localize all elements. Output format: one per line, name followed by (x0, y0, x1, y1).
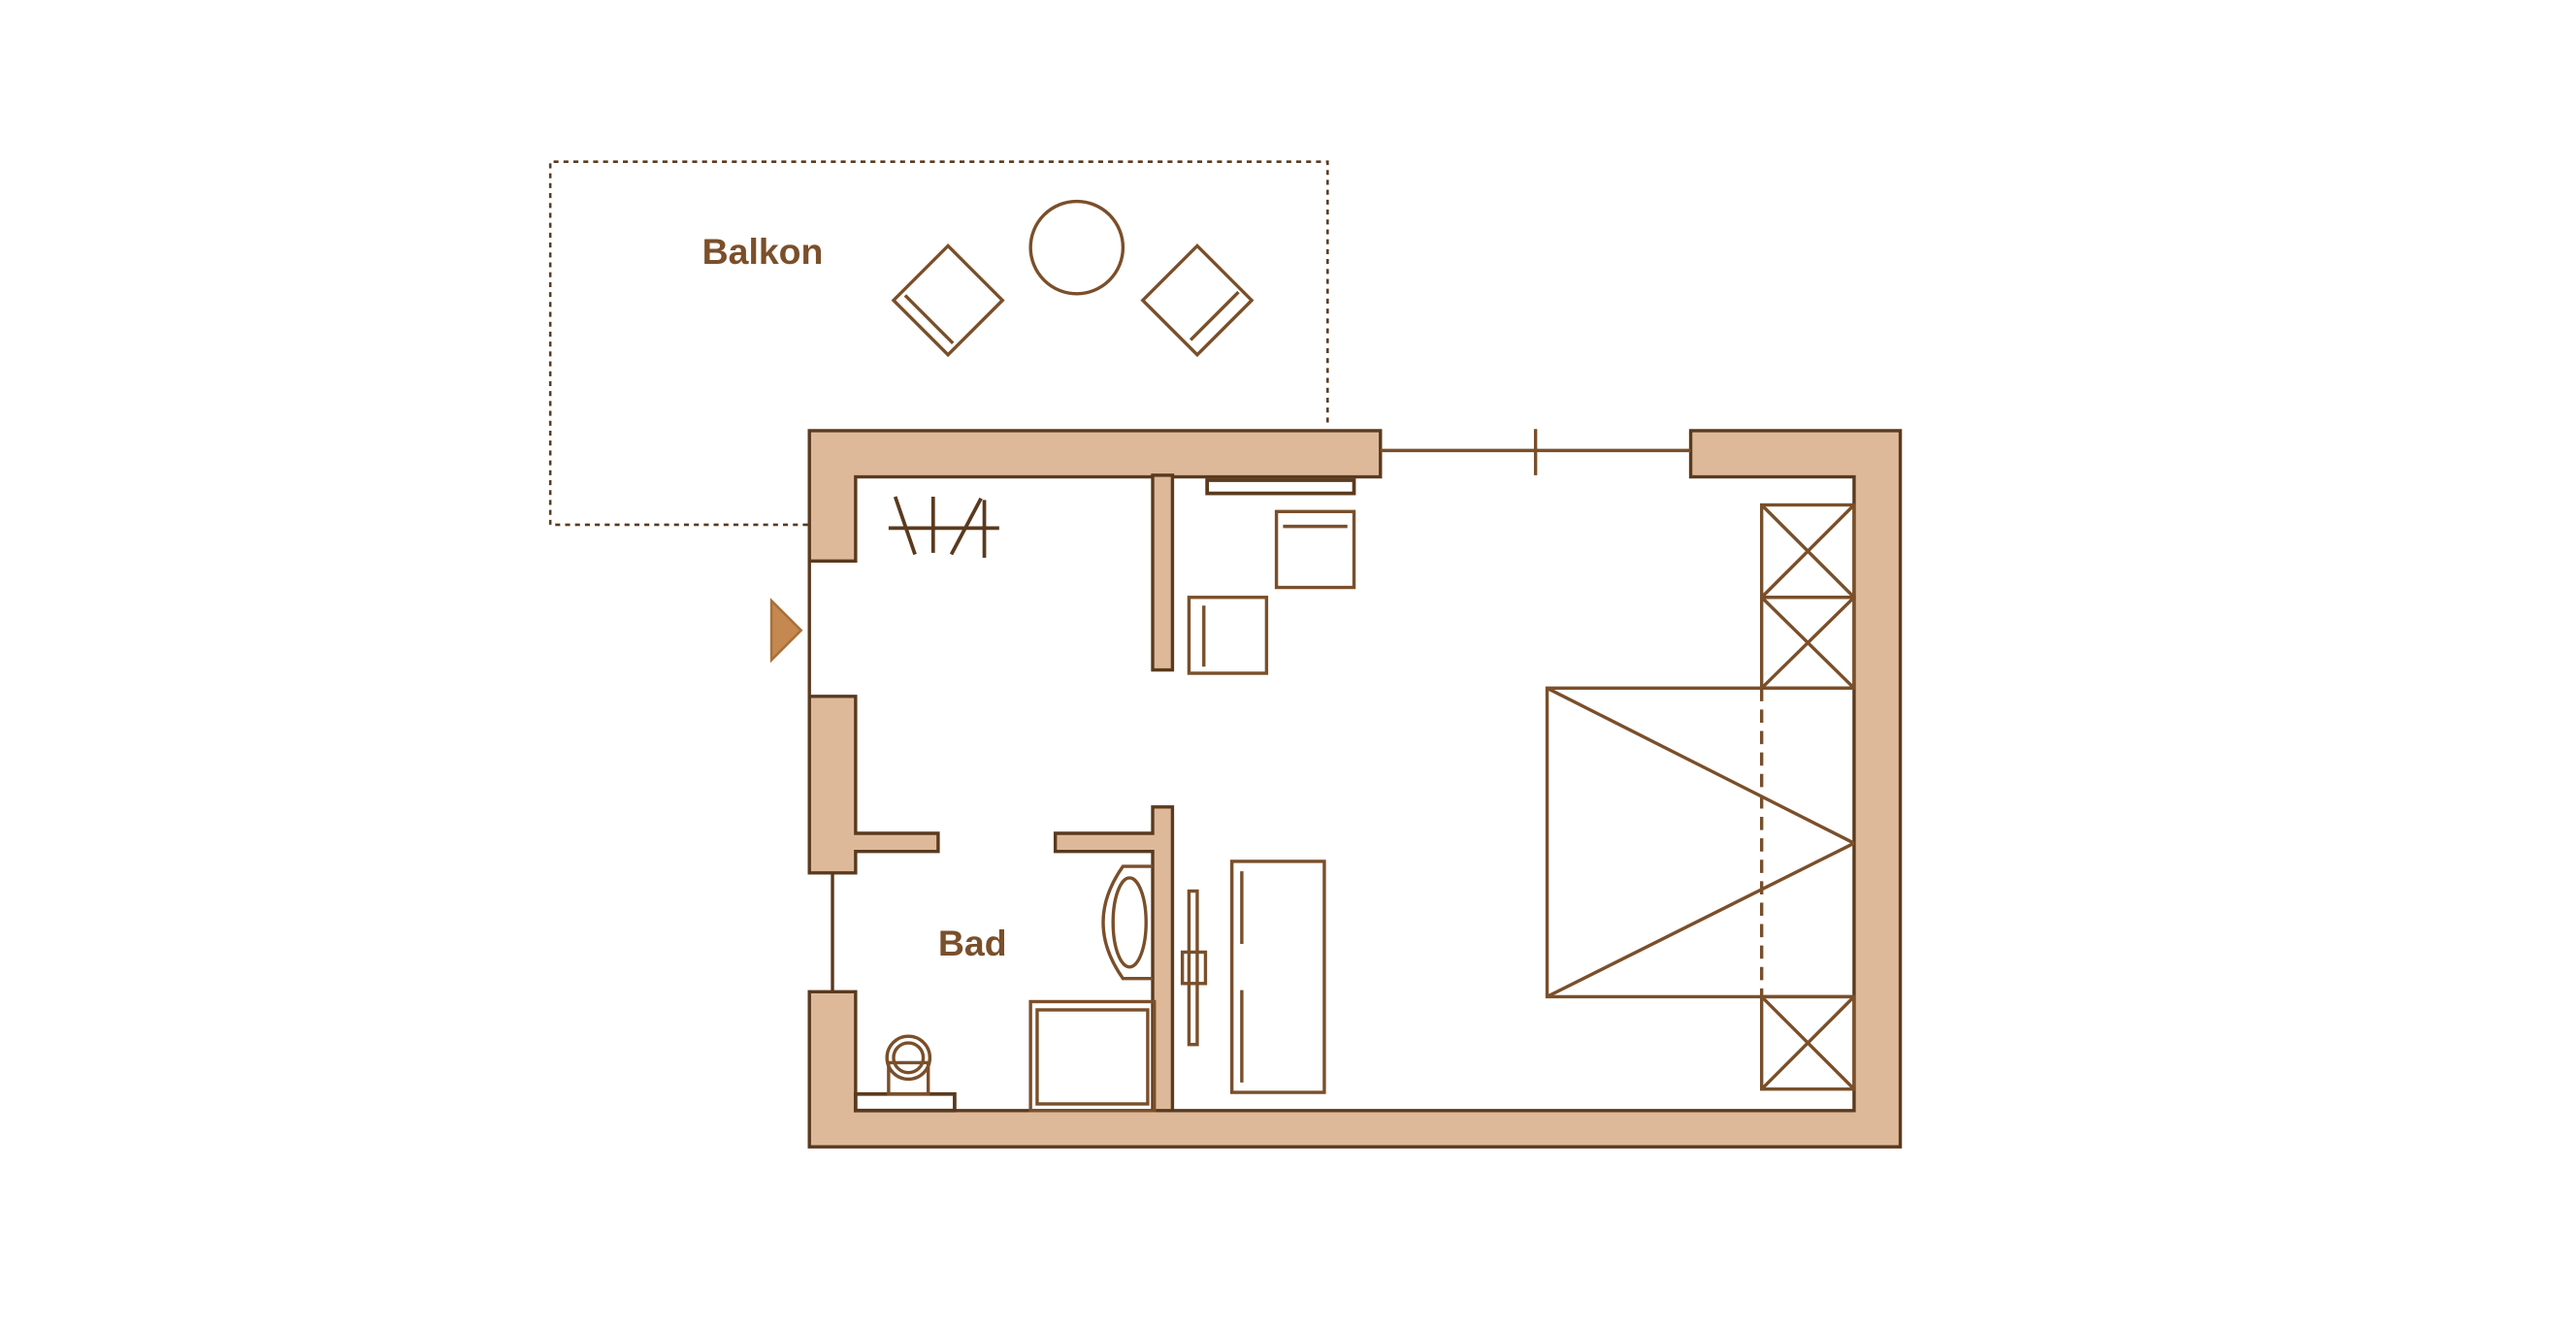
chair-bottom (1187, 596, 1269, 675)
wall-left-middle (807, 695, 940, 875)
chair-top (1274, 509, 1356, 590)
wall-partition-wardrobe (1151, 473, 1175, 672)
coat-rack (888, 496, 999, 558)
balcony-chair-right (1140, 243, 1255, 358)
cabinet-2 (1759, 596, 1856, 691)
balcony-outline (548, 160, 1329, 527)
double-bed (1545, 686, 1855, 999)
shower (1028, 999, 1157, 1113)
sliding-door (1180, 889, 1208, 1047)
wall-bathroom-partition (1053, 805, 1175, 1113)
room-label-bad: Bad (938, 923, 1007, 963)
cabinet-1 (1759, 503, 1856, 600)
balcony-chair-left (891, 243, 1005, 358)
balcony-door (1380, 429, 1691, 475)
wall-top-left (807, 429, 1383, 564)
balcony-table (1028, 199, 1125, 296)
entrance-arrow-icon (769, 598, 803, 664)
sink (1101, 864, 1154, 981)
wall-outer-right-bottom (807, 429, 1903, 1149)
toilet (853, 1034, 957, 1113)
wardrobe (1229, 860, 1326, 1094)
room-label-balkon: Balkon (702, 231, 824, 272)
cabinet-3 (1759, 994, 1856, 1091)
shelf (1205, 478, 1356, 496)
